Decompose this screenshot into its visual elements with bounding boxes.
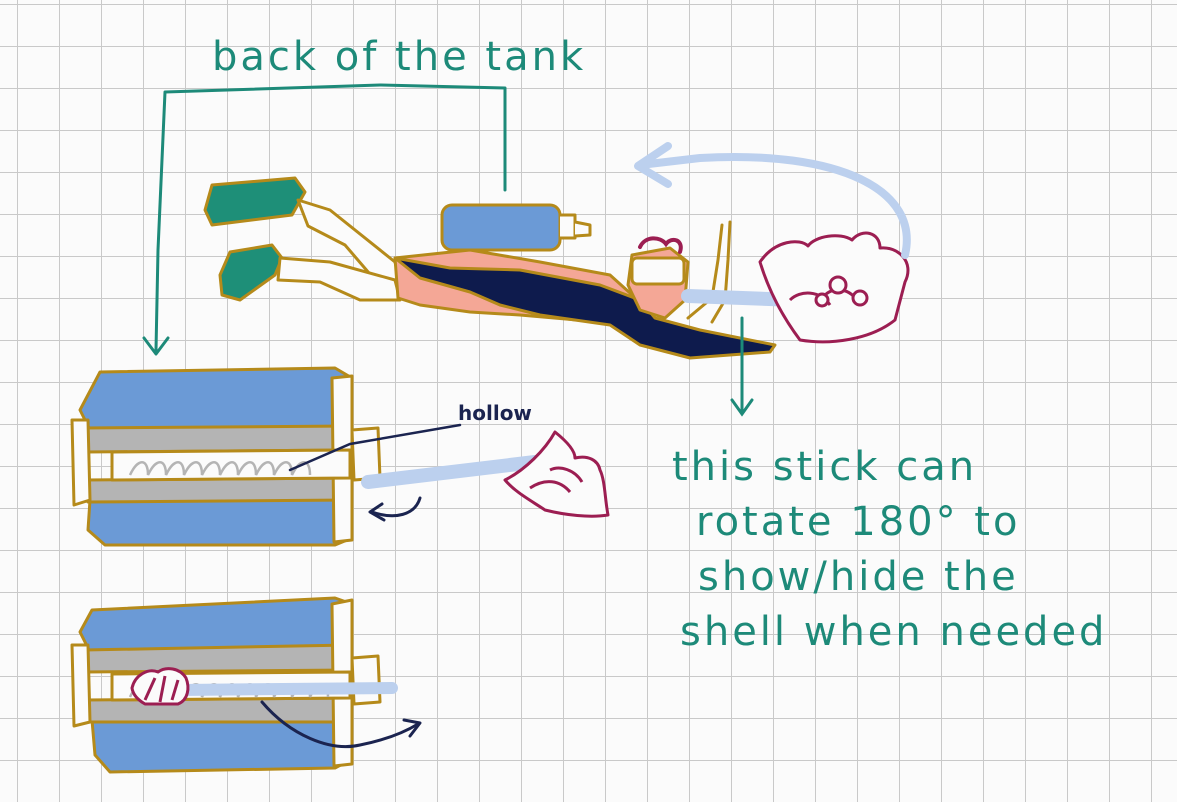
tank1-bottom-cylinder xyxy=(88,498,352,545)
tank1-grey-band-top xyxy=(82,426,352,452)
shell-large xyxy=(760,233,908,342)
tank2-stick xyxy=(180,688,392,690)
diver-fin-lower xyxy=(220,245,282,300)
note-line-1: this stick can xyxy=(672,444,977,490)
tank-detail-hidden xyxy=(72,368,380,545)
shell-detached xyxy=(505,432,608,516)
tank2-frame-left xyxy=(72,645,90,726)
diver-fin-upper xyxy=(205,178,305,225)
tank1-cap-right xyxy=(352,428,380,480)
label-hollow: hollow xyxy=(458,401,532,425)
diver-mask xyxy=(632,258,684,284)
label-back-of-tank: back of the tank xyxy=(212,34,586,80)
tank2-grey-band-top xyxy=(84,645,352,672)
tank2-top-cylinder xyxy=(80,598,352,652)
note-line-4: shell when needed xyxy=(680,609,1107,655)
tank1-grey-band-bottom xyxy=(86,478,352,502)
tank2-bottom-cylinder xyxy=(92,720,352,772)
tank2-cap-right xyxy=(352,656,380,704)
tank1-inner-hollow xyxy=(112,450,350,480)
tank1-rotate-arrow xyxy=(370,498,420,520)
shell-inside-tank xyxy=(132,669,188,704)
tank1-top-cylinder xyxy=(80,368,352,430)
diver-figure xyxy=(205,178,775,358)
teal-note-arrow xyxy=(732,318,752,414)
tank1-frame-left xyxy=(72,420,90,505)
note-line-2: rotate 180° to xyxy=(696,499,1020,545)
diver-tank xyxy=(442,205,560,250)
note-line-3: show/hide the xyxy=(698,554,1019,600)
tank2-grey-band-bottom xyxy=(86,698,352,722)
